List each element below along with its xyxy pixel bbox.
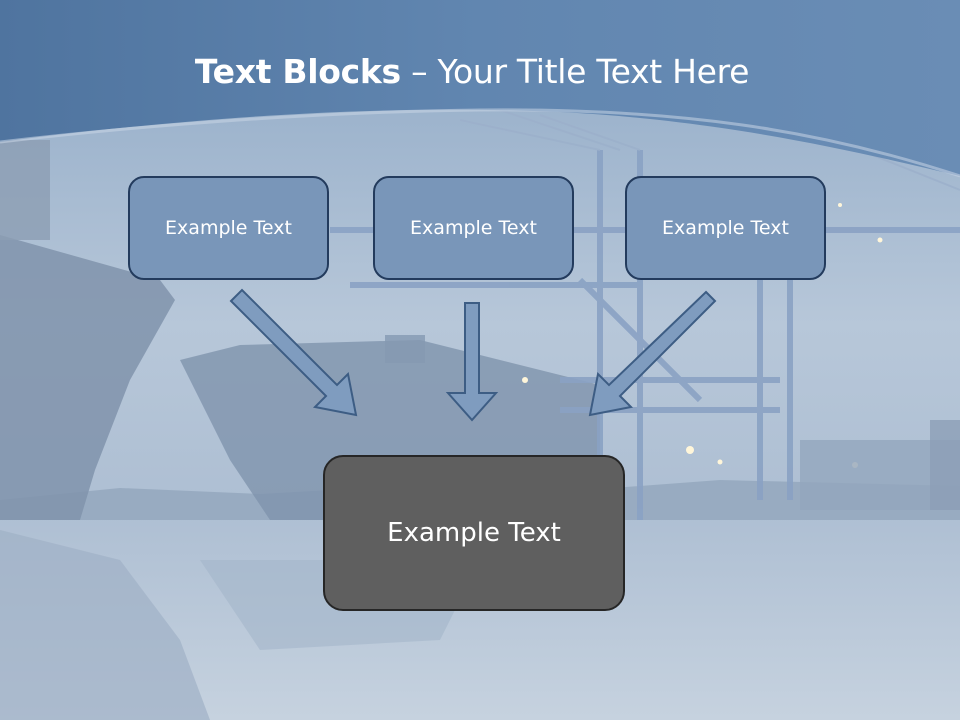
title-bold-part: Text Blocks bbox=[194, 52, 401, 91]
center-text-block-label: Example Text bbox=[387, 518, 561, 548]
text-block-2: Example Text bbox=[373, 176, 574, 280]
title-dash: – bbox=[400, 52, 438, 91]
text-block-2-label: Example Text bbox=[410, 217, 537, 239]
slide-title: Text Blocks – Your Title Text Here bbox=[0, 52, 944, 91]
text-block-3: Example Text bbox=[625, 176, 826, 280]
text-block-3-label: Example Text bbox=[662, 217, 789, 239]
text-block-1-label: Example Text bbox=[165, 217, 292, 239]
center-text-block: Example Text bbox=[323, 455, 625, 611]
title-rest-part: Your Title Text Here bbox=[437, 52, 750, 91]
text-block-1: Example Text bbox=[128, 176, 329, 280]
